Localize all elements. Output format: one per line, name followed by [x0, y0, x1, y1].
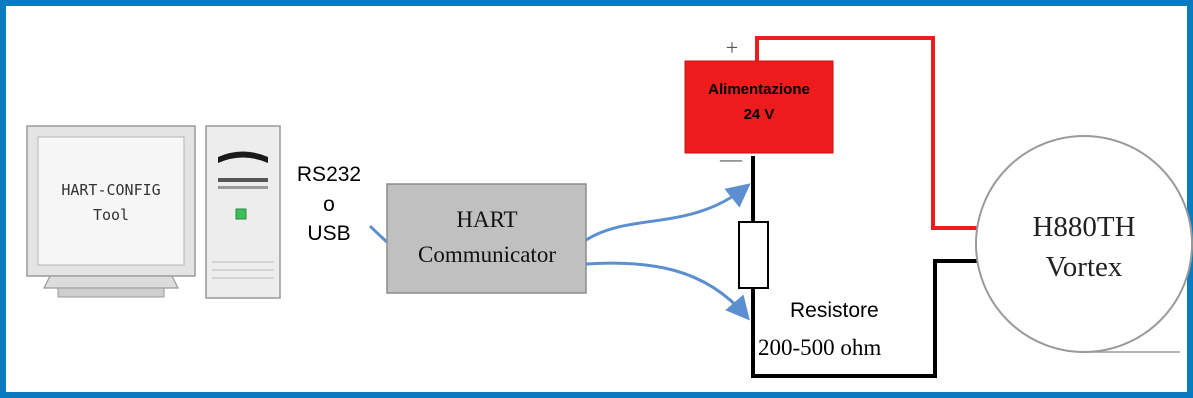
- connection-line3: USB: [307, 222, 350, 245]
- tower: [205, 125, 281, 299]
- minus-sign: —: [719, 146, 743, 171]
- plus-sign: +: [726, 35, 738, 60]
- monitor: HART-CONFIG Tool: [26, 125, 196, 298]
- resistor-label: Resistore: [790, 299, 879, 322]
- resistor-value: 200-500 ohm: [758, 335, 881, 360]
- vortex-device: H880TH Vortex: [975, 135, 1193, 353]
- communicator-line2: Communicator: [418, 242, 556, 267]
- hart-communicator: HART Communicator: [386, 183, 587, 294]
- power-supply-line1: Alimentazione: [708, 81, 810, 98]
- monitor-line1: HART-CONFIG: [61, 181, 160, 199]
- power-supply: Alimentazione 24 V: [684, 60, 834, 154]
- communicator-line1: HART: [456, 207, 517, 232]
- positive-wire: [755, 36, 978, 230]
- resistor: [738, 221, 769, 289]
- signal-arrow-lower: [585, 261, 750, 321]
- negative-wire: [751, 156, 985, 378]
- power-supply-line2: 24 V: [744, 106, 775, 123]
- connection-label: RS232 o USB: [297, 163, 361, 245]
- connection-line1: RS232: [297, 163, 361, 186]
- pc-to-communicator-cable: [368, 224, 388, 244]
- monitor-line2: Tool: [93, 206, 129, 224]
- signal-arrow-upper: [585, 183, 751, 242]
- device-line2: Vortex: [1046, 251, 1123, 283]
- device-line1: H880TH: [1032, 211, 1135, 243]
- connection-line2: o: [323, 193, 335, 216]
- computer-icon: HART-CONFIG Tool: [26, 125, 281, 299]
